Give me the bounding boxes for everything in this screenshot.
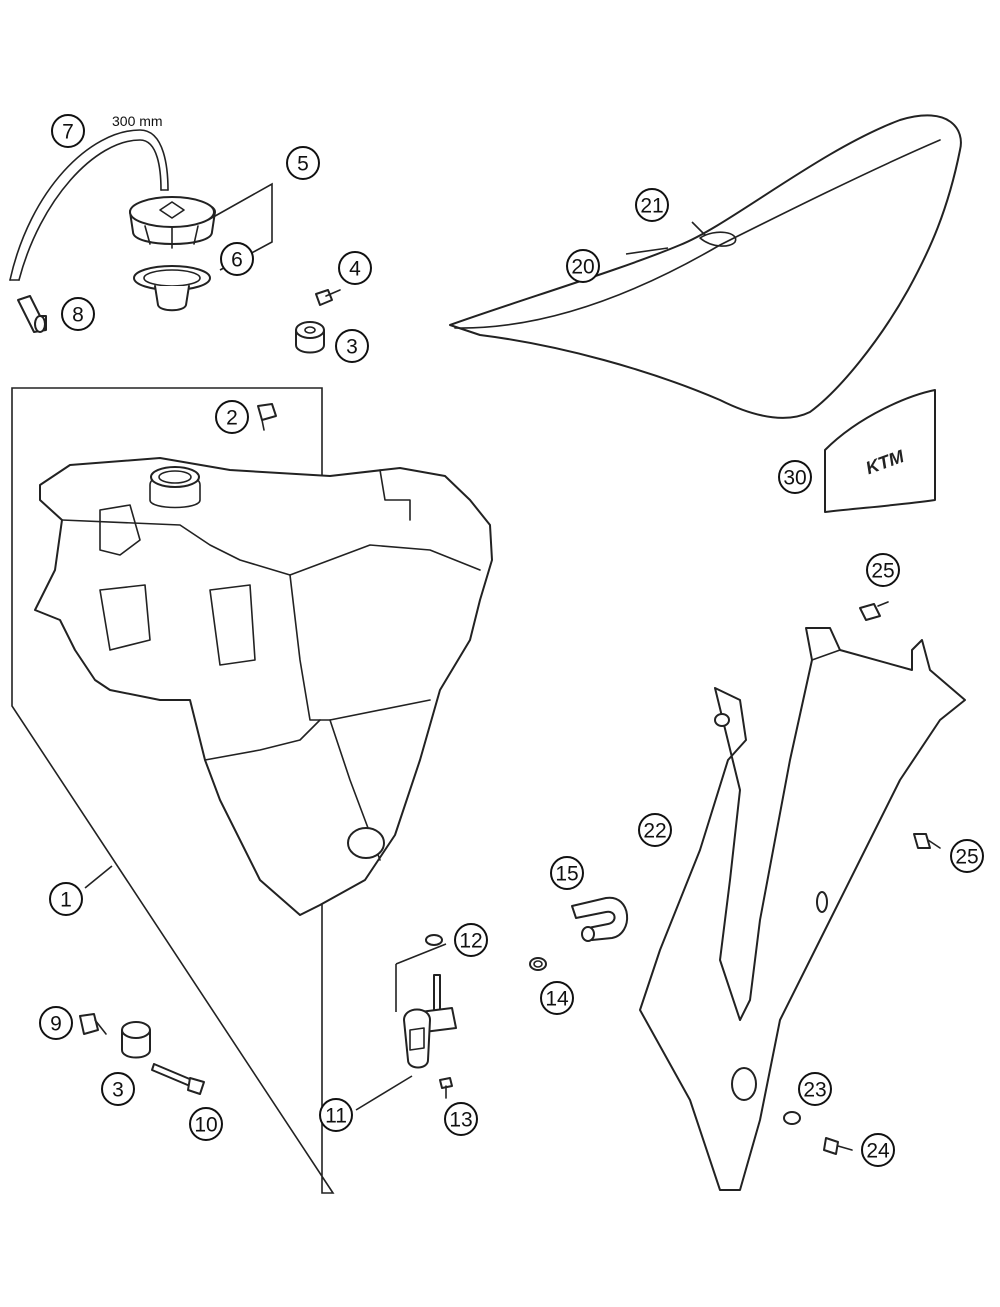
svg-text:1: 1 bbox=[60, 889, 72, 912]
callout-7: 7 bbox=[51, 114, 85, 148]
svg-text:13: 13 bbox=[449, 1109, 472, 1132]
svg-text:10: 10 bbox=[194, 1114, 217, 1137]
leader-1 bbox=[84, 865, 113, 889]
callout-14: 14 bbox=[540, 981, 574, 1015]
long-bolt-10 bbox=[151, 1063, 205, 1095]
callout-25-side: 25 bbox=[950, 839, 984, 873]
svg-text:14: 14 bbox=[545, 988, 569, 1011]
callout-11: 11 bbox=[319, 1098, 353, 1132]
svg-text:5: 5 bbox=[297, 153, 309, 176]
svg-text:4: 4 bbox=[349, 258, 361, 281]
hose-clamp-14 bbox=[529, 957, 547, 971]
bushing-bottom bbox=[121, 1021, 151, 1059]
cap-gasket bbox=[133, 265, 211, 312]
callout-23: 23 bbox=[798, 1072, 832, 1106]
svg-text:7: 7 bbox=[62, 121, 74, 144]
svg-text:20: 20 bbox=[571, 256, 594, 279]
callout-3-top: 3 bbox=[335, 329, 369, 363]
svg-text:15: 15 bbox=[555, 863, 578, 886]
callout-8: 8 bbox=[61, 297, 95, 331]
svg-text:25: 25 bbox=[871, 560, 894, 583]
callout-24: 24 bbox=[861, 1133, 895, 1167]
hose-length-label: 300 mm bbox=[112, 113, 163, 129]
fuel-tap bbox=[403, 974, 457, 1069]
leader-20 bbox=[625, 247, 669, 255]
callout-1: 1 bbox=[49, 882, 83, 916]
callout-2: 2 bbox=[215, 400, 249, 434]
breather-hose bbox=[9, 129, 169, 281]
leader-11 bbox=[355, 1075, 413, 1111]
svg-text:2: 2 bbox=[226, 407, 238, 430]
callout-6: 6 bbox=[220, 242, 254, 276]
svg-text:22: 22 bbox=[643, 820, 666, 843]
screw-25-side bbox=[913, 833, 941, 849]
svg-text:9: 9 bbox=[50, 1013, 62, 1036]
screw-24 bbox=[823, 1137, 853, 1155]
svg-text:23: 23 bbox=[803, 1079, 826, 1102]
svg-text:6: 6 bbox=[231, 249, 243, 272]
callout-3-bottom: 3 bbox=[101, 1072, 135, 1106]
svg-text:25: 25 bbox=[955, 846, 978, 869]
callout-9: 9 bbox=[39, 1006, 73, 1040]
side-panel bbox=[639, 627, 966, 1191]
bushing-top bbox=[295, 321, 325, 354]
callout-20: 20 bbox=[566, 249, 600, 283]
svg-text:30: 30 bbox=[783, 467, 806, 490]
collar-screw-9 bbox=[79, 1013, 107, 1035]
svg-text:24: 24 bbox=[866, 1140, 890, 1163]
o-ring-12 bbox=[425, 934, 443, 946]
callout-5: 5 bbox=[286, 146, 320, 180]
elbow-fitting bbox=[17, 295, 47, 333]
leader-21 bbox=[691, 221, 706, 236]
tank-assembly-boundary bbox=[11, 387, 335, 1194]
callout-10: 10 bbox=[189, 1107, 223, 1141]
callout-12: 12 bbox=[454, 923, 488, 957]
callout-21: 21 bbox=[635, 188, 669, 222]
callout-13: 13 bbox=[444, 1102, 478, 1136]
svg-text:21: 21 bbox=[640, 195, 663, 218]
fuel-cap bbox=[129, 196, 216, 249]
fuel-tank bbox=[34, 457, 493, 916]
callout-4: 4 bbox=[338, 251, 372, 285]
svg-text:3: 3 bbox=[346, 336, 358, 359]
svg-text:11: 11 bbox=[325, 1105, 347, 1128]
callout-30: 30 bbox=[778, 460, 812, 494]
callout-22: 22 bbox=[638, 813, 672, 847]
seat bbox=[449, 114, 962, 419]
svg-text:12: 12 bbox=[459, 930, 482, 953]
screw-13 bbox=[439, 1077, 453, 1099]
screw-2 bbox=[257, 403, 277, 431]
screw-25-top bbox=[859, 601, 889, 621]
svg-text:3: 3 bbox=[112, 1079, 124, 1102]
svg-text:8: 8 bbox=[72, 304, 84, 327]
leader-12 bbox=[395, 943, 447, 1012]
logo-decal: KTM bbox=[824, 389, 936, 513]
screw-4 bbox=[315, 289, 341, 306]
washer-23 bbox=[783, 1111, 801, 1125]
fuel-hose-15 bbox=[571, 896, 628, 942]
callout-15: 15 bbox=[550, 856, 584, 890]
callout-25-top: 25 bbox=[866, 553, 900, 587]
